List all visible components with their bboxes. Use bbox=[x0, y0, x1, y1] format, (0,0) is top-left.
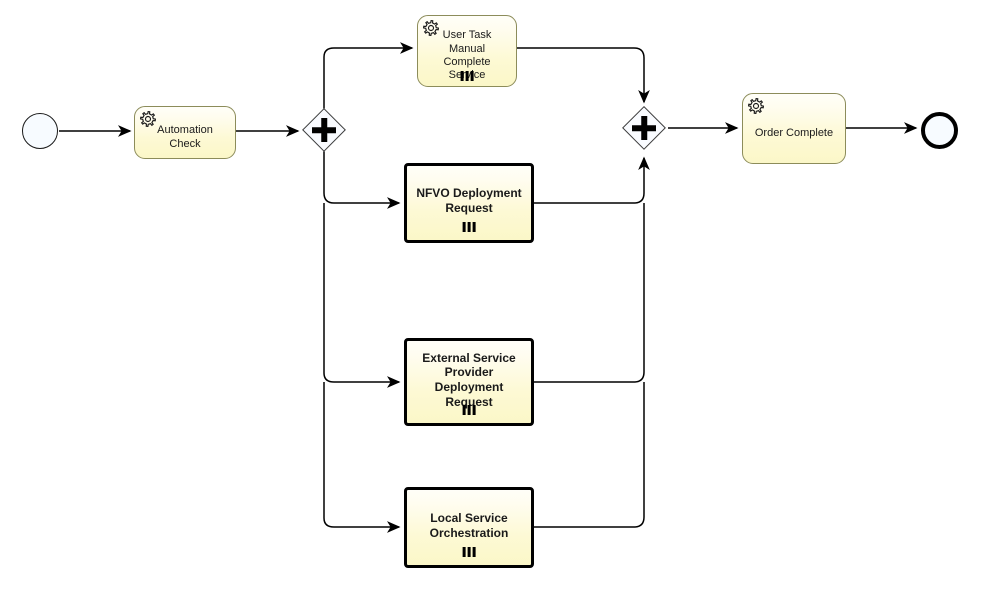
gear-icon bbox=[747, 97, 765, 115]
sequence-flow-split-to-user-task[interactable] bbox=[323, 42, 414, 130]
sequence-flow-user-task-to-join[interactable] bbox=[517, 47, 650, 104]
task-nfvo-deployment-request[interactable]: NFVO Deployment Request bbox=[404, 163, 534, 243]
task-label: External Service Provider Deployment Req… bbox=[422, 350, 516, 409]
sequence-flow-nfvo-to-join[interactable] bbox=[534, 156, 650, 204]
task-label: Automation Check bbox=[157, 124, 213, 150]
sequence-flow-split-to-local[interactable] bbox=[323, 382, 401, 533]
sequence-flow-split-to-nfvo[interactable] bbox=[323, 131, 401, 209]
parallel-plus-icon bbox=[321, 117, 327, 143]
parallel-gateway-join[interactable] bbox=[622, 106, 666, 150]
parallel-multi-instance-marker-icon bbox=[462, 222, 476, 232]
parallel-gateway-split[interactable] bbox=[302, 108, 346, 152]
task-automation-check[interactable]: Automation Check bbox=[134, 106, 236, 159]
parallel-multi-instance-marker-icon bbox=[460, 71, 474, 81]
sequence-flow-local-to-join[interactable] bbox=[534, 382, 645, 528]
gear-icon bbox=[139, 110, 157, 128]
sequence-flow-paths bbox=[59, 42, 918, 533]
task-label: Order Complete bbox=[754, 126, 834, 139]
start-event[interactable] bbox=[22, 113, 58, 149]
gear-icon bbox=[422, 19, 440, 37]
sequence-flow-split-to-external[interactable] bbox=[323, 203, 401, 388]
task-local-service-orchestration[interactable]: Local Service Orchestration bbox=[404, 487, 534, 568]
task-label: Local Service Orchestration bbox=[429, 510, 509, 540]
task-external-service-provider-deployment-request[interactable]: External Service Provider Deployment Req… bbox=[404, 338, 534, 426]
parallel-plus-icon bbox=[641, 115, 647, 141]
end-event[interactable] bbox=[921, 112, 958, 149]
task-order-complete[interactable]: Order Complete bbox=[742, 93, 846, 164]
task-label: NFVO Deployment Request bbox=[416, 186, 522, 215]
task-user-task-manual-complete-service[interactable]: User Task Manual Complete Service bbox=[417, 15, 517, 87]
parallel-multi-instance-marker-icon bbox=[462, 405, 476, 415]
sequence-flow-external-to-join[interactable] bbox=[534, 203, 645, 383]
parallel-multi-instance-marker-icon bbox=[462, 547, 476, 557]
